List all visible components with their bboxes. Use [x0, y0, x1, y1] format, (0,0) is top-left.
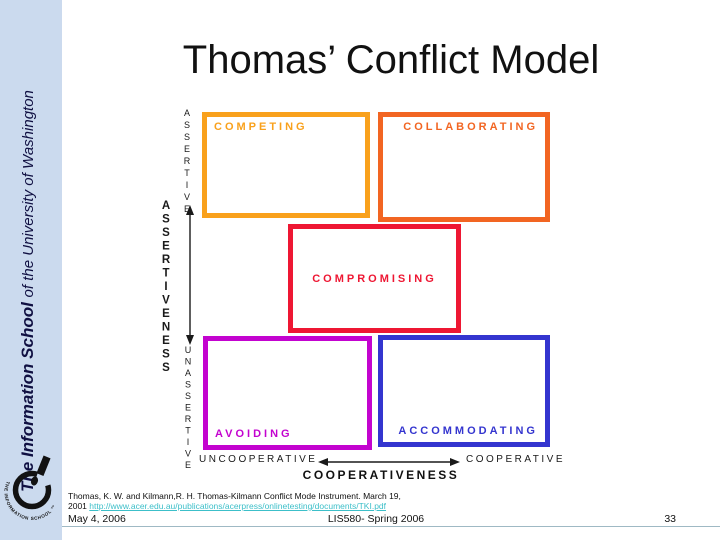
competing-box: COMPETING [202, 112, 370, 218]
information-school-logo-icon: THE INFORMATION SCHOOL ™ [1, 450, 63, 533]
avoiding-label: AVOIDING [215, 428, 293, 440]
vertical-double-arrow-icon [184, 205, 196, 350]
logo-dot-icon [30, 476, 39, 486]
footer-page-number: 33 [664, 513, 676, 525]
compromising-label: COMPROMISING [312, 272, 437, 285]
compromising-box: COMPROMISING [288, 224, 461, 333]
x-axis-right-label: COOPERATIVE [466, 454, 565, 465]
page-title: Thomas’ Conflict Model [182, 38, 600, 82]
citation-link[interactable]: http://www.acer.edu.au/publications/acer… [89, 501, 387, 511]
horizontal-double-arrow-icon [318, 455, 460, 473]
footer-course: LIS580- Spring 2006 [327, 513, 425, 525]
y-axis-top-label: ASSERTIVE [182, 108, 192, 216]
y-axis-bottom-label: UNASSERTIVE [183, 345, 193, 472]
sidebar: The Information School of the University… [0, 0, 62, 540]
citation-line2: 2001 http://www.acer.edu.au/publications… [68, 501, 386, 511]
x-axis-title: COOPERATIVENESS [302, 468, 460, 482]
x-axis-left-label: UNCOOPERATIVE [199, 454, 318, 465]
logo-stem-icon [36, 455, 51, 476]
collaborating-label: COLLABORATING [403, 121, 538, 133]
footer-date: May 4, 2006 [68, 513, 126, 525]
y-axis-title: ASSERTIVENESS [160, 200, 172, 376]
brand-subtitle: of the University of Washington [20, 90, 37, 298]
avoiding-box: AVOIDING [203, 336, 372, 450]
logo-circle-icon [12, 470, 52, 510]
accommodating-label: ACCOMMODATING [398, 425, 538, 437]
competing-label: COMPETING [214, 121, 308, 133]
sidebar-brand-text: The Information School of the University… [18, 90, 38, 492]
citation-year: 2001 [68, 501, 90, 511]
accommodating-box: ACCOMMODATING [378, 335, 550, 447]
footer-divider [62, 526, 720, 527]
collaborating-box: COLLABORATING [378, 112, 550, 222]
citation-line1: Thomas, K. W. and Kilmann,R. H. Thomas-K… [68, 491, 401, 501]
